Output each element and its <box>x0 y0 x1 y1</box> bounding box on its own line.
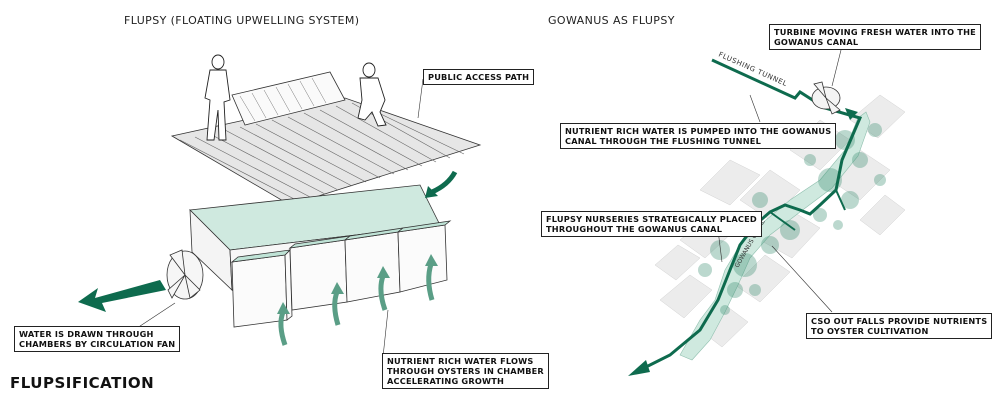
nutrient-flows-label: NUTRIENT RICH WATER FLOWS THROUGH OYSTER… <box>382 353 549 389</box>
water-drawn-label: WATER IS DRAWN THROUGH CHAMBERS BY CIRCU… <box>14 326 181 352</box>
inflow-arrowhead <box>845 108 858 120</box>
gowanus-heading: GOWANUS AS FLUPSY <box>548 14 675 27</box>
oyster-nursery-dots <box>698 123 886 315</box>
people-icon <box>204 54 387 141</box>
flupsy-chambers <box>189 184 452 328</box>
turbine-icon <box>811 81 841 115</box>
branch-flow-line-2 <box>835 189 846 211</box>
flushing-tunnel-label: FLUSHING TUNNEL <box>717 51 788 89</box>
inflow-arrow-top <box>430 170 458 195</box>
branch-flow-line <box>769 211 796 231</box>
pumped-label: NUTRIENT RICH WATER IS PUMPED INTO THE G… <box>560 123 837 149</box>
cso-label: CSO OUT FALLS PROVIDE NUTRIENTS TO OYSTE… <box>806 313 993 339</box>
upwelling-arrows <box>278 263 435 346</box>
deck-platform <box>170 71 482 206</box>
flupsy-heading: FLUPSY (FLOATING UPWELLING SYSTEM) <box>124 14 360 27</box>
outflow-arrowhead <box>628 360 650 376</box>
public-access-path-label: PUBLIC ACCESS PATH <box>423 69 535 85</box>
turbine-label: TURBINE MOVING FRESH WATER INTO THE GOWA… <box>769 24 981 50</box>
flupsification-title: FLUPSIFICATION <box>10 374 155 392</box>
nurseries-label: FLUPSY NURSERIES STRATEGICALLY PLACED TH… <box>541 211 762 237</box>
canal-water <box>679 111 871 361</box>
outflow-arrow <box>78 280 166 312</box>
circulation-fan-icon <box>166 249 204 300</box>
